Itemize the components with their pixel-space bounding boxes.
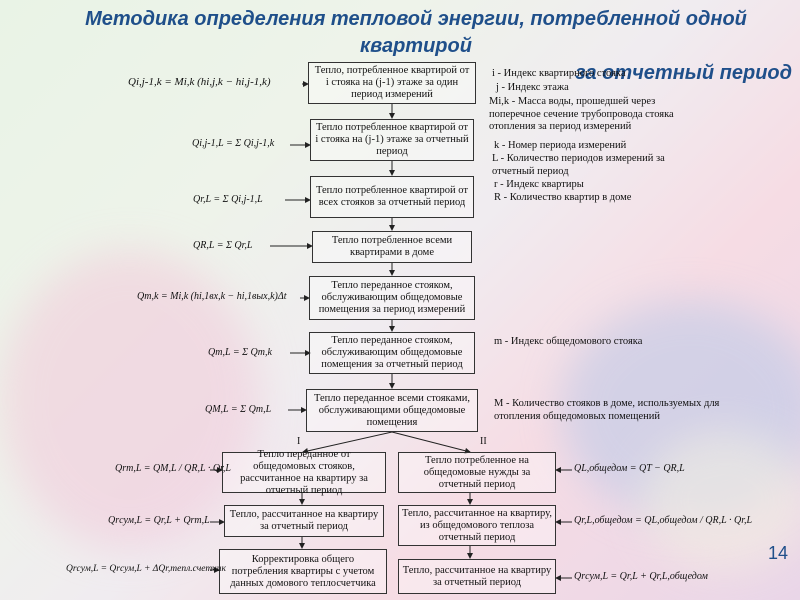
title-line-1: Методика определения тепловой энергии, п…: [85, 8, 747, 57]
box-heat-riser-floor-reporting: Тепло потребленное квартирой от i стояка…: [310, 119, 474, 161]
formula-q-rcommon: Qr,L,общедом = QL,общедом / QR,L · Qr,L: [574, 515, 753, 526]
note-period-number: k - Номер периода измерений: [494, 140, 627, 151]
formula-q-rl: Qr,L = Σ Qi,j-1,L: [193, 194, 263, 205]
formula-q-mk: Qm,k = Mi,k (hi,1вх,k − hi,1вых,k)Δt: [137, 291, 287, 302]
formula-q-ijl: Qi,j-1,L = Σ Qi,j-1,k: [192, 138, 275, 149]
box-apartment-reporting: Тепло, рассчитанное на квартиру за отчет…: [398, 559, 556, 594]
box-apartment-total: Тепло, рассчитанное на квартиру за отчет…: [224, 505, 384, 537]
title-line-2: за отчетный период: [575, 62, 792, 84]
formula-q-corr: Qrсум,L = Qrсум,L + ΔQr,тепл.счетчик: [66, 564, 226, 574]
formula-q-RL: QR,L = Σ Qr,L: [193, 240, 253, 251]
note-common-riser-index: m - Индекс общедомового стояка: [494, 336, 643, 347]
note-water-mass: Mi,k - Масса воды, прошедшей через попер…: [489, 96, 674, 132]
slide-title: Методика определения тепловой энергии, п…: [40, 6, 792, 87]
box-common-riser-period: Тепло переданное стояком, обслуживающим …: [309, 276, 475, 320]
note-period-count: L - Количество периодов измерений за отч…: [492, 153, 665, 177]
box-all-common-risers: Тепло переданное всеми стояками, обслужи…: [306, 389, 478, 432]
box-heat-riser-floor-period: Тепло, потребленное квартирой от i стояк…: [308, 62, 476, 104]
box-common-per-apartment: Тепло переданное от общедомовых стояков,…: [222, 449, 386, 496]
formula-q-rm: Qrm,L = QM,L / QR,L · Qr,L: [115, 463, 231, 474]
formula-q-ML: QM,L = Σ Qm,L: [205, 404, 272, 415]
box-common-needs: Тепло потребленное на общедомовые нужды …: [398, 452, 556, 493]
note-riser-index: i - Индекс квартирного стояка: [492, 68, 626, 79]
formula-q-ijk: Qi,j-1,k = Mi,k (hi,j,k − hi,j-1,k): [128, 76, 271, 88]
box-correction: Корректировка общего потребления квартир…: [219, 549, 387, 594]
box-heat-all-risers: Тепло потребленное квартирой от всех сто…: [310, 176, 474, 218]
formula-q-sum: Qrсум,L = Qr,L + Qrm,L: [108, 515, 210, 526]
formula-q-rsum: Qrсум,L = Qr,L + Qr,L,общедом: [574, 571, 708, 582]
formula-q-mL: Qm,L = Σ Qm,k: [208, 347, 272, 358]
branch-label-right: II: [480, 436, 487, 447]
box-heat-all-apartments: Тепло потребленное всеми квартирами в до…: [312, 231, 472, 263]
note-common-riser-count: M - Количество стояков в доме, используе…: [494, 398, 720, 422]
note-floor-index: j - Индекс этажа: [496, 82, 569, 93]
background-glow-white: [640, 430, 800, 570]
box-common-riser-reporting: Тепло переданное стояком, обслуживающим …: [309, 332, 475, 374]
background-glow-pink: [0, 250, 260, 550]
branch-label-left: I: [297, 436, 301, 447]
page-number: 14: [767, 543, 788, 563]
note-apartment-index: r - Индекс квартиры: [494, 179, 584, 190]
box-apartment-from-common: Тепло, рассчитанное на квартиру, из обще…: [398, 505, 556, 546]
formula-q-common: QL,общедом = QT − QR,L: [574, 463, 685, 474]
note-apartment-count: R - Количество квартир в доме: [494, 192, 632, 203]
